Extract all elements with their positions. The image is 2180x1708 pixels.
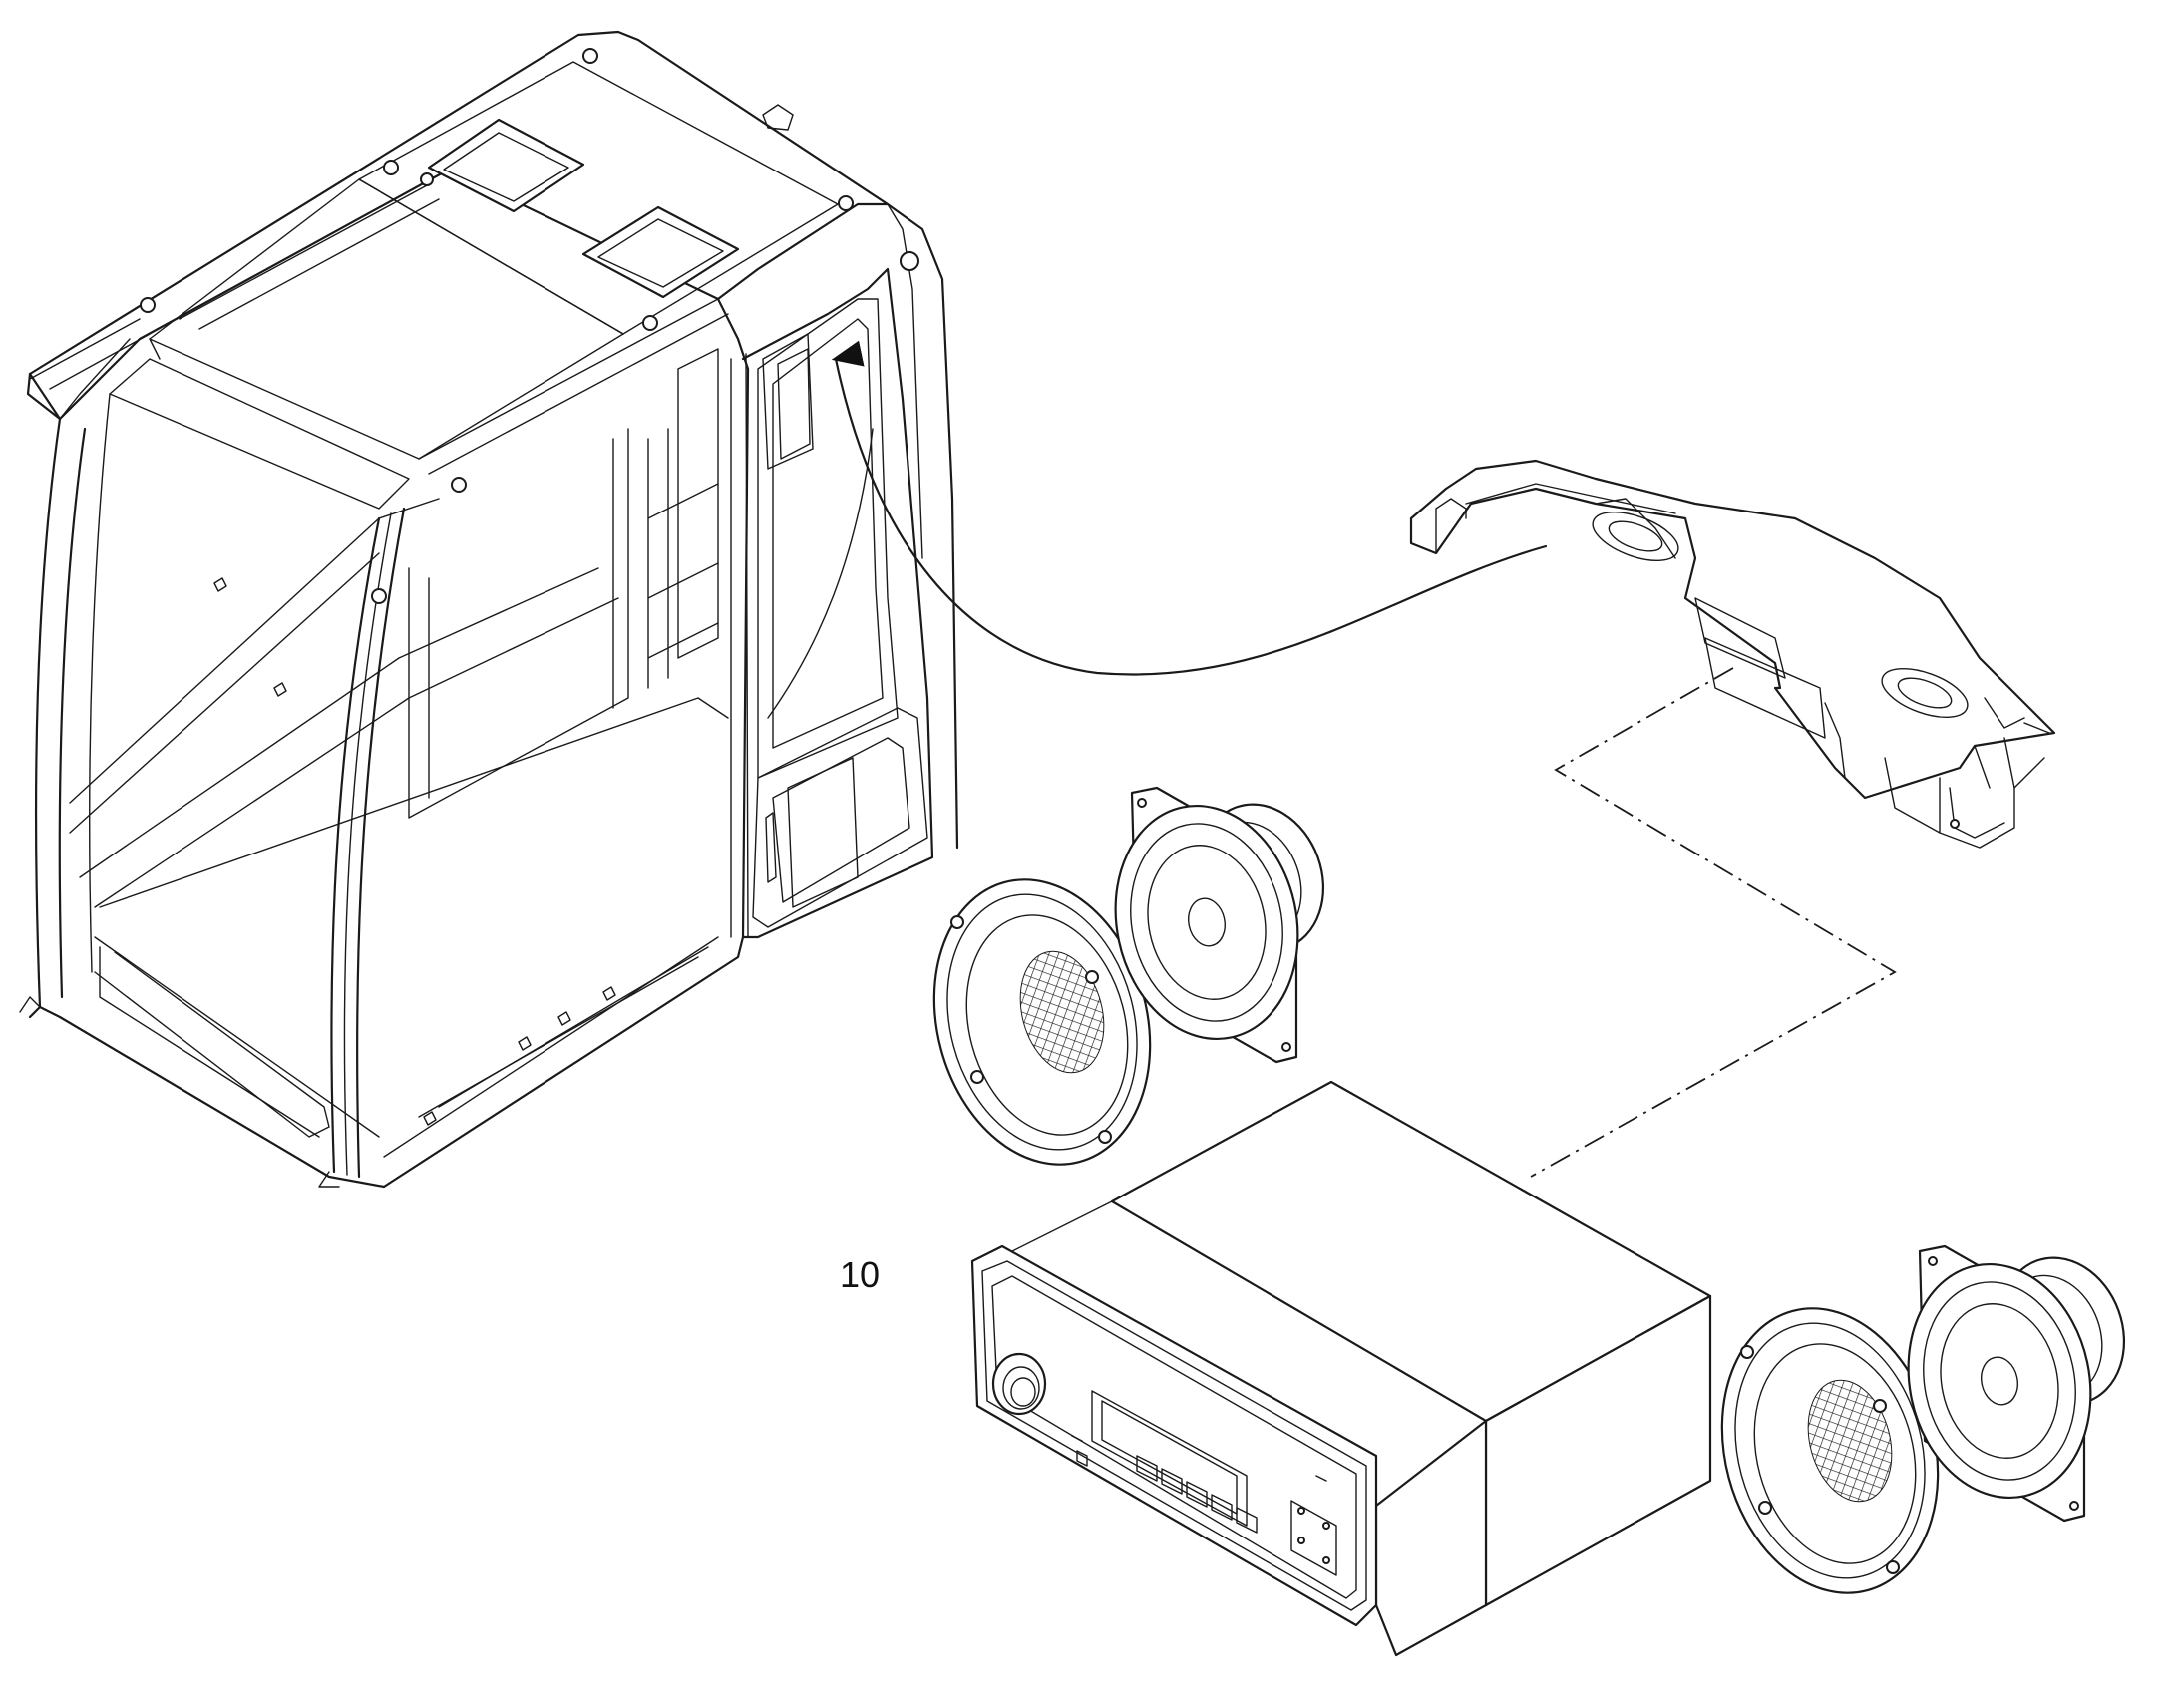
roof-bolts (140, 48, 919, 604)
radio-leader-line (1530, 667, 1897, 1178)
radio-unit (970, 1080, 1712, 1657)
speaker-grille-upper (932, 878, 1152, 1166)
assembly-leader-arrow (831, 340, 1548, 676)
speaker-duct-console (1409, 459, 2056, 849)
speaker-lower (1907, 1244, 2126, 1523)
cab-frame (19, 30, 959, 1189)
callout-10: 10 (840, 1254, 881, 1295)
speaker-upper (1114, 786, 1325, 1064)
